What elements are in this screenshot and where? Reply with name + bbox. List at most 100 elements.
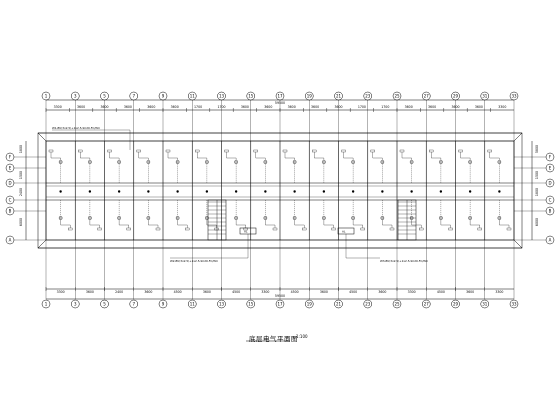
light-fixture-cross — [147, 160, 150, 164]
wiring-run — [50, 152, 61, 160]
axis-label-top: 19 — [307, 94, 313, 99]
light-fixture-cross — [147, 216, 150, 220]
axis-label-left: E — [9, 166, 12, 171]
light-fixture — [351, 160, 355, 164]
dimension-top: 3600 — [124, 105, 132, 109]
wiring-run — [469, 219, 480, 228]
axis-bubble-bottom — [480, 299, 489, 309]
dimension-bottom: 3600 — [466, 290, 474, 294]
axis-bubble-bottom — [188, 299, 197, 309]
axis-label-top: 29 — [453, 94, 459, 99]
socket-symbol — [331, 227, 336, 231]
axis-label-left: D — [8, 181, 11, 186]
dimension-left: 1800 — [19, 145, 23, 153]
axis-bubble-bottom — [363, 299, 372, 309]
dimension-top: 3600 — [264, 105, 272, 109]
wiring-run — [343, 152, 354, 160]
light-fixture-cross — [351, 216, 355, 220]
axis-label-bottom: 17 — [277, 302, 283, 307]
socket-symbol — [155, 227, 161, 231]
axis-label-right: B — [549, 209, 552, 214]
axis-label-bottom: 23 — [365, 302, 371, 307]
socket-symbol — [448, 227, 453, 231]
switch-symbol — [312, 149, 317, 153]
axis-label-top: 33 — [511, 94, 517, 99]
axis-label-top: 11 — [190, 94, 196, 99]
dimension-bottom: 3600 — [378, 290, 386, 294]
light-fixture-cross — [59, 160, 62, 164]
axis-bubble-bottom — [71, 299, 80, 309]
wiring-run — [382, 219, 393, 228]
light-fixture — [322, 160, 326, 164]
wiring-run — [235, 219, 246, 228]
switch-symbol — [48, 149, 54, 153]
dimension-bottom: 4500 — [291, 290, 299, 294]
socket-symbol — [214, 227, 219, 231]
axis-bubble-bottom — [422, 299, 431, 309]
light-fixture-cross — [117, 216, 121, 220]
light-fixture — [205, 160, 209, 164]
axis-label-top: 31 — [482, 94, 488, 99]
axis-label-left: C — [9, 198, 12, 203]
light-fixture-cross — [264, 216, 267, 220]
corridor-lamp — [147, 190, 150, 193]
socket-symbol — [506, 227, 512, 231]
socket-symbol — [419, 227, 424, 231]
axis-bubble-bottom — [305, 299, 314, 309]
light-fixture-cross — [88, 216, 92, 220]
corridor-lamp — [498, 190, 501, 193]
axis-label-bottom: 33 — [511, 302, 517, 307]
distribution-box-label: AL — [244, 230, 248, 234]
light-fixture-cross — [468, 216, 472, 220]
wiring-run — [80, 152, 91, 160]
light-fixture — [175, 160, 180, 164]
dimension-bottom: 2400 — [115, 290, 123, 294]
switch-symbol — [195, 149, 200, 153]
axis-bubble-bottom — [129, 299, 138, 309]
wiring-run — [265, 219, 276, 228]
wiring-run — [294, 219, 305, 228]
switch-symbol — [429, 149, 434, 153]
axis-label-top: 13 — [219, 94, 225, 99]
dimension-top: 1700 — [194, 105, 202, 109]
axis-bubble-bottom — [334, 299, 343, 309]
socket-symbol — [389, 227, 395, 231]
switch-symbol — [341, 149, 346, 153]
wiring-run — [401, 152, 412, 160]
light-fixture — [234, 160, 238, 164]
dimension-bottom: 4500 — [349, 290, 357, 294]
switch-symbol — [253, 149, 258, 153]
light-fixture-cross — [498, 216, 501, 220]
light-fixture-cross — [88, 160, 92, 164]
wiring-run — [489, 152, 500, 160]
dimension-right: 6000 — [535, 218, 539, 226]
light-fixture-cross — [234, 160, 238, 164]
dimension-bottom: 4500 — [437, 290, 445, 294]
axis-label-bottom: 31 — [482, 302, 488, 307]
axis-label-bottom: 27 — [424, 302, 430, 307]
corridor-lamp — [117, 190, 121, 193]
dimension-top: 3600 — [311, 105, 319, 109]
corridor-lamp — [381, 190, 384, 193]
wiring-run — [314, 152, 325, 160]
light-fixture — [58, 160, 63, 164]
light-fixture-cross — [351, 160, 355, 164]
wiring-run — [206, 219, 217, 228]
wiring-run — [118, 219, 129, 228]
wiring-run — [323, 219, 334, 228]
axis-label-right: E — [549, 166, 552, 171]
socket-symbol — [477, 227, 482, 231]
corridor-lamp — [351, 190, 355, 193]
dimension-left: 6000 — [19, 218, 23, 226]
feeder-note-top: W1-BV(3x2.5)+1x2.5-SC20-FC/WC — [52, 126, 100, 130]
wiring-run — [226, 152, 237, 160]
socket-symbol — [126, 227, 131, 231]
light-fixture-cross — [439, 160, 443, 164]
axis-bubble-bottom — [217, 299, 226, 309]
axis-label-bottom: 13 — [219, 302, 225, 307]
axis-label-left: A — [9, 238, 12, 243]
light-fixture-cross — [381, 216, 384, 220]
light-fixture — [146, 160, 151, 164]
dimension-top: 1700 — [381, 105, 389, 109]
